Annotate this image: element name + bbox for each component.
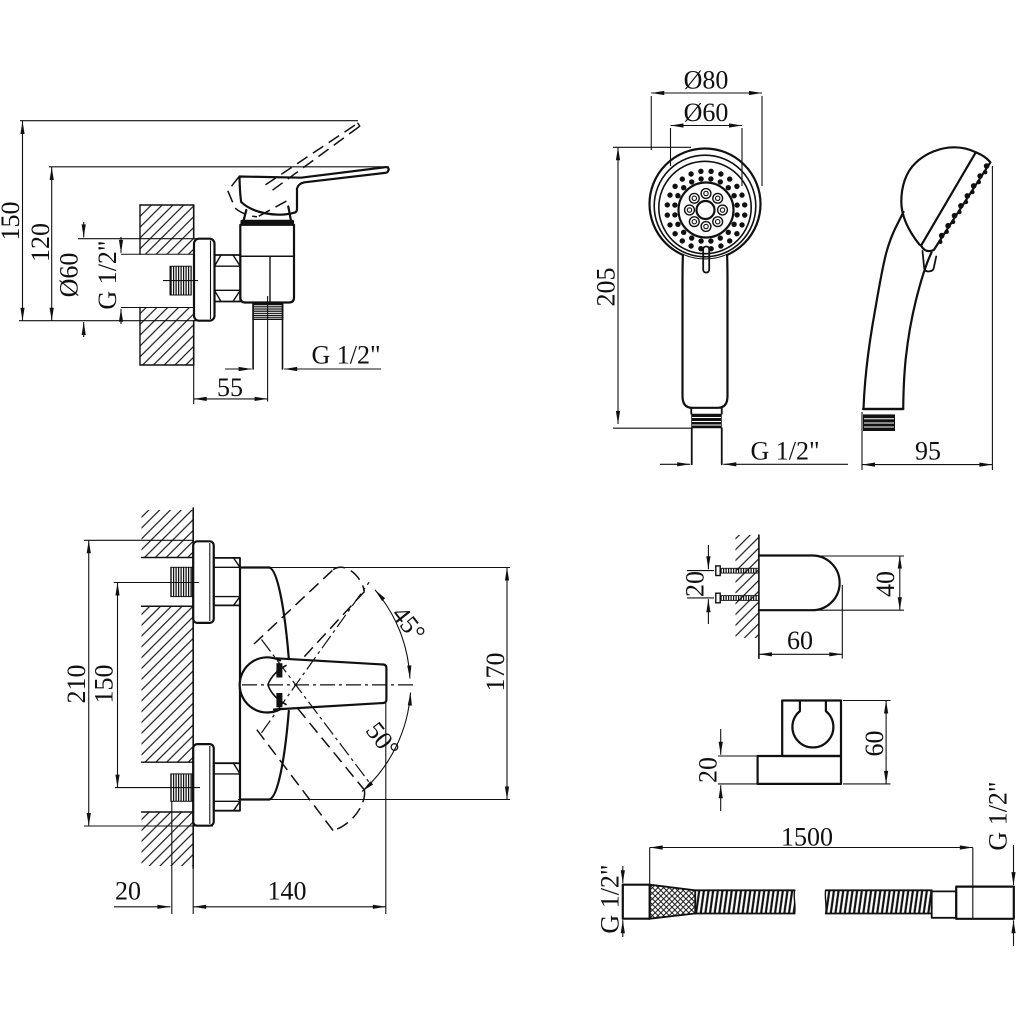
svg-text:G 1/2": G 1/2" bbox=[596, 864, 625, 933]
svg-text:1500: 1500 bbox=[781, 823, 833, 852]
svg-text:150: 150 bbox=[90, 665, 119, 704]
svg-text:20: 20 bbox=[694, 757, 723, 783]
svg-text:95: 95 bbox=[915, 437, 941, 466]
svg-text:20: 20 bbox=[681, 571, 710, 597]
svg-text:60: 60 bbox=[787, 626, 813, 655]
svg-text:G 1/2": G 1/2" bbox=[750, 437, 819, 466]
svg-text:140: 140 bbox=[268, 877, 307, 906]
svg-text:Ø60: Ø60 bbox=[55, 253, 84, 298]
svg-text:40: 40 bbox=[871, 571, 900, 597]
svg-text:Ø80: Ø80 bbox=[684, 66, 729, 95]
svg-text:60: 60 bbox=[860, 731, 889, 757]
svg-text:170: 170 bbox=[481, 653, 510, 692]
svg-text:G 1/2": G 1/2" bbox=[93, 240, 122, 309]
svg-text:150: 150 bbox=[0, 202, 25, 241]
svg-text:205: 205 bbox=[592, 268, 621, 307]
svg-text:Ø60: Ø60 bbox=[684, 98, 729, 127]
svg-text:G 1/2": G 1/2" bbox=[984, 781, 1013, 850]
svg-text:210: 210 bbox=[62, 665, 91, 704]
svg-text:55: 55 bbox=[217, 373, 243, 402]
svg-text:20: 20 bbox=[115, 877, 141, 906]
svg-text:120: 120 bbox=[26, 223, 55, 262]
svg-text:G 1/2": G 1/2" bbox=[311, 341, 380, 370]
